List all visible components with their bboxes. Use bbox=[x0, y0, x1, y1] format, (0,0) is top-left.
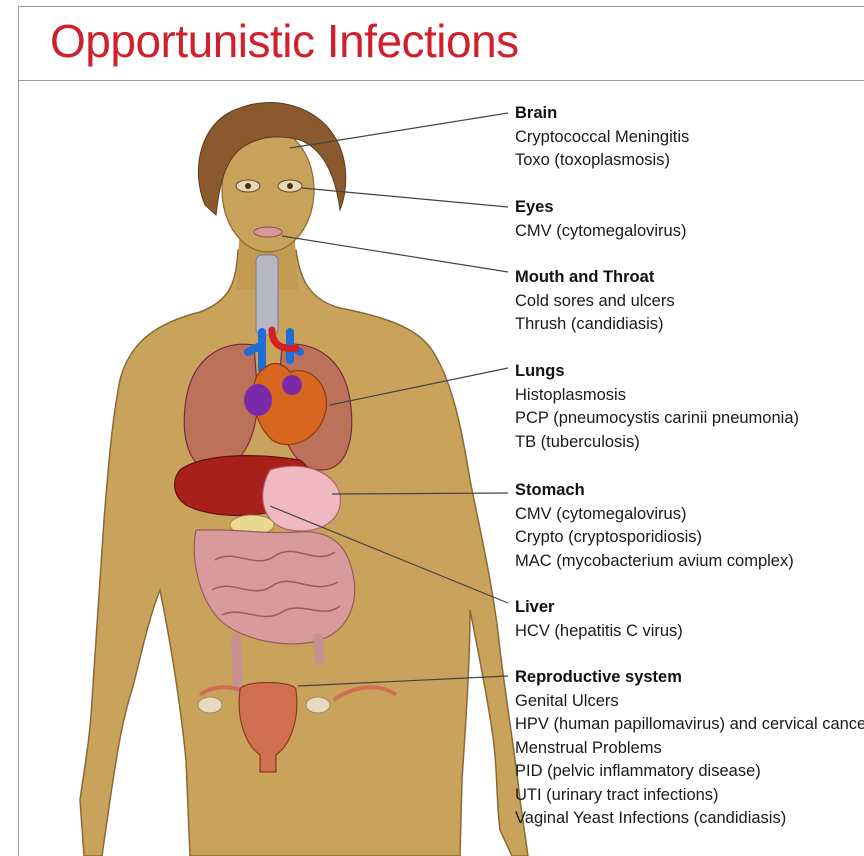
organ-heading: Brain bbox=[515, 102, 689, 126]
condition-item: Thrush (candidiasis) bbox=[515, 313, 675, 337]
condition-item: TB (tuberculosis) bbox=[515, 431, 799, 455]
label-mouth-throat: Mouth and Throat Cold sores and ulcers T… bbox=[515, 266, 675, 337]
label-brain: Brain Cryptococcal Meningitis Toxo (toxo… bbox=[515, 102, 689, 173]
leader-line-mouth bbox=[282, 236, 508, 272]
label-eyes: Eyes CMV (cytomegalovirus) bbox=[515, 196, 686, 243]
label-lungs: Lungs Histoplasmosis PCP (pneumocystis c… bbox=[515, 360, 799, 454]
condition-item: Histoplasmosis bbox=[515, 384, 799, 408]
condition-item: MAC (mycobacterium avium complex) bbox=[515, 550, 794, 574]
condition-item: HPV (human papillomavirus) and cervical … bbox=[515, 713, 864, 737]
label-stomach: Stomach CMV (cytomegalovirus) Crypto (cr… bbox=[515, 479, 794, 573]
trachea bbox=[256, 255, 278, 335]
condition-item: Cold sores and ulcers bbox=[515, 290, 675, 314]
condition-item: Cryptococcal Meningitis bbox=[515, 126, 689, 150]
label-liver: Liver HCV (hepatitis C virus) bbox=[515, 596, 683, 643]
organ-heading: Reproductive system bbox=[515, 666, 864, 690]
organ-heading: Mouth and Throat bbox=[515, 266, 675, 290]
condition-item: Menstrual Problems bbox=[515, 737, 864, 761]
condition-item: CMV (cytomegalovirus) bbox=[515, 220, 686, 244]
condition-item: UTI (urinary tract infections) bbox=[515, 784, 864, 808]
condition-item: Toxo (toxoplasmosis) bbox=[515, 149, 689, 173]
organ-heading: Eyes bbox=[515, 196, 686, 220]
condition-item: HCV (hepatitis C virus) bbox=[515, 620, 683, 644]
condition-item: CMV (cytomegalovirus) bbox=[515, 503, 794, 527]
organ-heading: Liver bbox=[515, 596, 683, 620]
condition-item: Vaginal Yeast Infections (candidiasis) bbox=[515, 807, 864, 831]
condition-item: Crypto (cryptosporidiosis) bbox=[515, 526, 794, 550]
label-reproductive-system: Reproductive system Genital Ulcers HPV (… bbox=[515, 666, 864, 831]
condition-item: PID (pelvic inflammatory disease) bbox=[515, 760, 864, 784]
organ-heading: Lungs bbox=[515, 360, 799, 384]
organ-heading: Stomach bbox=[515, 479, 794, 503]
condition-item: Genital Ulcers bbox=[515, 690, 864, 714]
condition-item: PCP (pneumocystis carinii pneumonia) bbox=[515, 407, 799, 431]
leader-line-eyes bbox=[302, 188, 508, 207]
mouth bbox=[254, 227, 282, 237]
